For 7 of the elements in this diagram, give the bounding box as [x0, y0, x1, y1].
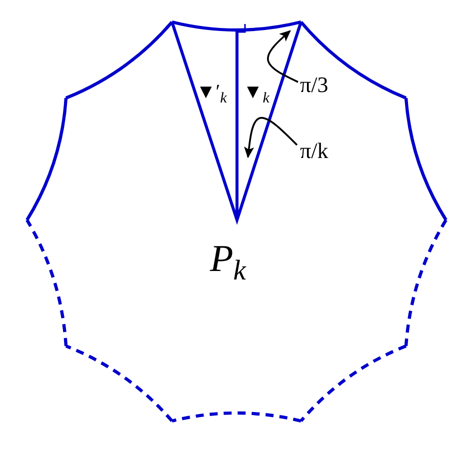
angle-label: π/k: [300, 140, 328, 162]
leader-arrow: [267, 30, 298, 83]
leader-arrow: [244, 116, 298, 158]
triangle-label: ▼$_{k}$: [243, 82, 270, 106]
polygon-label: P$_{k}$: [210, 240, 246, 286]
angle-label: π/3: [300, 74, 328, 96]
triangle-label: ▼′$_{k}$: [196, 82, 227, 106]
